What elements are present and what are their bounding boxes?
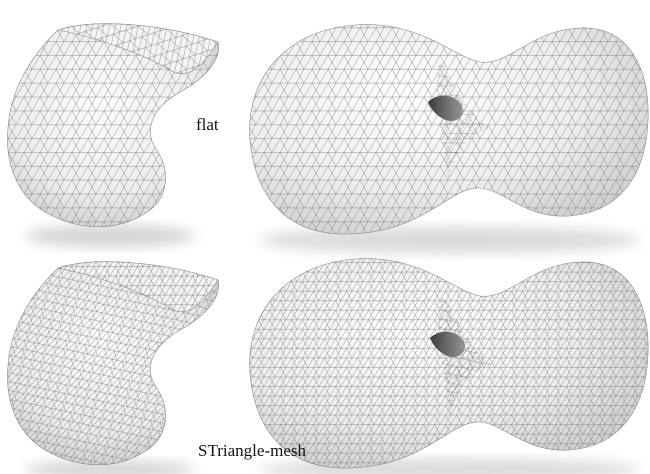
- striangle-mesh-label: STriangle-mesh: [198, 441, 306, 460]
- flat-twisted-shadow: [25, 224, 195, 248]
- flat-twisted-surface: [6, 23, 220, 248]
- flat-label: flat: [196, 115, 219, 134]
- stri-twisted-shadow: [25, 460, 195, 474]
- flat-genus-surface: [249, 24, 649, 254]
- stri-genus-surface: [249, 258, 649, 474]
- stri-twisted-surface: [6, 261, 220, 474]
